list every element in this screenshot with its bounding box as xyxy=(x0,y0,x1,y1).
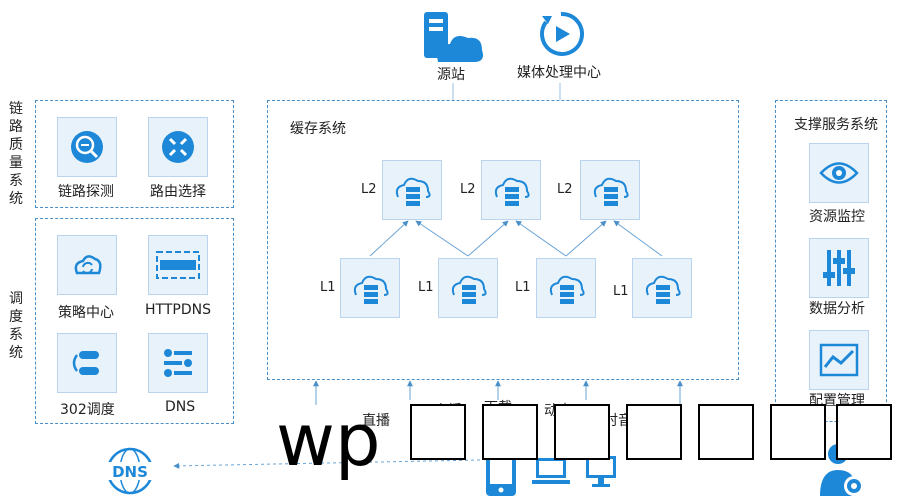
l1-label-4: L1 xyxy=(613,284,629,299)
line-chart-icon xyxy=(819,343,859,377)
route-select-tile xyxy=(148,117,208,177)
dns-label: DNS xyxy=(165,399,196,415)
httpdns-icon xyxy=(156,251,200,279)
cloud-server-icon xyxy=(645,275,681,304)
watermark-text: wp xyxy=(276,398,381,482)
sliders-icon xyxy=(823,250,855,286)
watermark-glyph-box xyxy=(836,404,892,460)
httpdns-label: HTTPDNS xyxy=(145,302,211,318)
bottom-label-live: 直播 xyxy=(362,413,390,429)
desktop-icon xyxy=(584,454,620,490)
cloud-server-icon xyxy=(549,275,585,304)
link-quality-panel xyxy=(35,100,234,208)
l1-node-1 xyxy=(340,258,400,318)
link-quality-title: 链路质量系统 xyxy=(9,101,23,207)
l2-label-3: L2 xyxy=(557,182,573,197)
data-analysis-tile xyxy=(809,238,869,298)
l2-label-2: L2 xyxy=(460,182,476,197)
policy-center-icon xyxy=(74,255,102,275)
route-select-label: 路由选择 xyxy=(150,184,206,200)
media-process-icon xyxy=(538,10,585,60)
dns-globe-icon: DNS xyxy=(102,446,158,496)
origin-label: 源站 xyxy=(437,67,465,83)
policy-center-tile xyxy=(57,235,117,295)
policy-center-label: 策略中心 xyxy=(58,305,114,321)
cloud-server-icon xyxy=(593,177,629,206)
support-system-title: 支撑服务系统 xyxy=(794,117,878,133)
watermark-glyph-box xyxy=(770,404,826,460)
watermark-glyph-box xyxy=(626,404,682,460)
httpdns-tile xyxy=(148,235,208,295)
l1-label-1: L1 xyxy=(320,280,336,295)
l2-node-3 xyxy=(580,160,640,220)
watermark-glyph-box xyxy=(482,404,538,460)
resource-monitor-tile xyxy=(809,143,869,203)
link-probe-tile xyxy=(57,117,117,177)
cache-system-title: 缓存系统 xyxy=(290,121,346,137)
dns-badge-text: DNS xyxy=(112,463,148,481)
cloud-server-icon xyxy=(494,177,530,206)
l1-node-2 xyxy=(438,258,498,318)
cache-system-panel xyxy=(267,100,739,380)
l1-node-3 xyxy=(536,258,596,318)
redirect-302-label: 302调度 xyxy=(60,402,115,418)
redirect-302-tile xyxy=(57,333,117,393)
l1-label-3: L1 xyxy=(515,280,531,295)
cloud-server-icon xyxy=(451,275,487,304)
dns-icon xyxy=(164,349,192,377)
link-probe-label: 链路探测 xyxy=(58,184,114,200)
l1-label-2: L1 xyxy=(418,280,434,295)
l1-node-4 xyxy=(632,258,692,318)
l2-node-1 xyxy=(382,160,442,220)
redirect-302-icon xyxy=(72,351,99,375)
config-manage-tile xyxy=(809,330,869,390)
resource-monitor-label: 资源监控 xyxy=(809,209,865,225)
l2-label-1: L2 xyxy=(361,182,377,197)
eye-icon xyxy=(819,162,859,184)
watermark-glyph-box xyxy=(410,404,466,460)
scheduling-panel xyxy=(35,218,234,424)
watermark-glyph-box xyxy=(698,404,754,460)
laptop-icon xyxy=(530,456,572,488)
origin-server-cloud-icon xyxy=(420,10,486,66)
data-analysis-label: 数据分析 xyxy=(809,301,865,317)
dns-tile xyxy=(148,333,208,393)
cloud-server-icon xyxy=(395,177,431,206)
l2-node-2 xyxy=(481,160,541,220)
scheduling-title: 调度系统 xyxy=(9,291,23,361)
support-system-panel xyxy=(775,100,887,422)
watermark-glyph-box xyxy=(554,404,610,460)
cloud-server-icon xyxy=(353,275,389,304)
media-center-label: 媒体处理中心 xyxy=(517,65,601,81)
link-probe-icon xyxy=(71,131,103,163)
route-select-icon xyxy=(162,131,194,163)
